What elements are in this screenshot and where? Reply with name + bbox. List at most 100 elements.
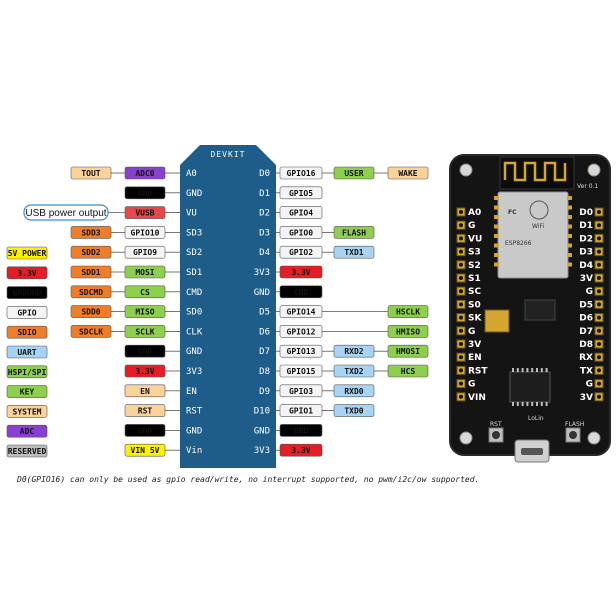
pad-hole-icon bbox=[597, 328, 601, 333]
board-left-pin: 3V3 bbox=[186, 367, 202, 377]
chip-leg-icon bbox=[516, 368, 519, 372]
pad-hole-icon bbox=[459, 302, 463, 307]
left-outer-label-text: SDD1 bbox=[81, 268, 100, 277]
right-inner-label: GPIO16 bbox=[279, 166, 323, 180]
right-outer-label: HSCLK bbox=[387, 305, 429, 318]
pad-hole-icon bbox=[597, 276, 601, 280]
legend-item: RESERVED bbox=[6, 444, 48, 458]
rst-button-label: RST bbox=[490, 421, 502, 428]
esp-module-shield bbox=[497, 191, 569, 279]
module-pad-icon bbox=[494, 243, 499, 248]
right-mid-label: USER bbox=[333, 166, 375, 180]
silk-left: G bbox=[468, 327, 475, 337]
right-mid-label-text: TXD1 bbox=[344, 248, 363, 257]
footnote: D0(GPIO16) can only be used as gpio read… bbox=[16, 475, 479, 484]
right-inner-label: GPIO15 bbox=[279, 364, 323, 378]
left-inner-label: ADC0 bbox=[124, 166, 166, 180]
board-right-pin: D9 bbox=[259, 387, 270, 397]
left-inner-label-bg bbox=[124, 166, 166, 180]
silk-right: D3 bbox=[579, 248, 593, 258]
right-inner-label-bg bbox=[279, 344, 323, 358]
devkit-board bbox=[180, 145, 276, 468]
legend-item: GROUND bbox=[6, 286, 48, 299]
left-outer-label-text: SDD0 bbox=[81, 308, 100, 317]
right-inner-label: GPIO5 bbox=[279, 186, 323, 200]
board-left-pin: CMD bbox=[186, 288, 202, 298]
right-inner-label: GPIO2 bbox=[279, 245, 323, 259]
left-inner-label: EN bbox=[124, 384, 166, 398]
silk-right: 3V bbox=[580, 274, 593, 284]
color-legend: 5V POWER3.3VGROUNDGPIOSDIOUARTHSPI/SPIKE… bbox=[6, 246, 48, 458]
pad-hole-icon bbox=[597, 381, 601, 386]
pad-hole-icon bbox=[597, 289, 601, 294]
right-inner-label-text: 3.3V bbox=[291, 446, 310, 455]
legend-item: SYSTEM bbox=[6, 405, 48, 418]
module-pad-icon bbox=[494, 253, 499, 257]
right-mid-label-bg bbox=[333, 245, 375, 259]
silk-left: S3 bbox=[468, 248, 481, 258]
board-right-pin: D2 bbox=[259, 209, 270, 219]
pad-hole-icon bbox=[459, 381, 463, 386]
right-outer-label: WAKE bbox=[387, 166, 429, 180]
module-model: ESP8266 bbox=[505, 240, 532, 247]
chip-leg-icon bbox=[521, 368, 524, 372]
legend-item: SDIO bbox=[6, 325, 48, 339]
left-outer-label-text: TOUT bbox=[81, 169, 100, 178]
chip-leg-icon bbox=[512, 368, 514, 372]
right-outer-label-text: WAKE bbox=[398, 169, 417, 178]
connector-lines bbox=[108, 172, 388, 451]
right-mid-label-bg bbox=[333, 364, 375, 378]
left-outer-label-bg bbox=[70, 325, 112, 338]
left-outer-label: SDD2 bbox=[70, 245, 112, 259]
left-outer-label-text: SDD3 bbox=[81, 228, 100, 237]
version-label: Ver 0.1 bbox=[577, 183, 598, 190]
left-outer-label-bg bbox=[70, 265, 112, 279]
left-inner-label: GPIO10 bbox=[124, 226, 166, 239]
left-inner-label-text: VIN 5V bbox=[131, 446, 160, 455]
board-right-pin: GND bbox=[254, 288, 270, 298]
left-inner-label: VIN 5V bbox=[124, 443, 166, 457]
right-inner-label-text: GPIO15 bbox=[287, 367, 316, 376]
module-pad-icon bbox=[567, 215, 572, 219]
legend-swatch bbox=[6, 286, 48, 299]
mounting-hole-icon bbox=[459, 163, 473, 177]
right-inner-label: GND bbox=[279, 424, 323, 437]
right-mid-label-text: RXD2 bbox=[344, 347, 363, 356]
left-inner-label-bg bbox=[124, 443, 166, 457]
silk-left: EN bbox=[468, 353, 482, 363]
right-inner-label-text: GPIO14 bbox=[287, 308, 316, 317]
mounting-hole-icon bbox=[587, 163, 601, 177]
right-inner-label-text: GPIO16 bbox=[287, 169, 316, 178]
left-inner-label-text: VUSB bbox=[135, 209, 154, 218]
chip-leg-icon bbox=[540, 368, 543, 372]
right-inner-label-text: GPIO2 bbox=[289, 248, 313, 257]
silk-left: 3V bbox=[468, 340, 481, 350]
legend-label: 5V POWER bbox=[8, 249, 47, 258]
legend-swatch bbox=[6, 405, 48, 418]
left-inner-label-text: SCLK bbox=[135, 327, 154, 336]
right-inner-label-bg bbox=[279, 384, 323, 398]
chip-leg-icon bbox=[536, 402, 538, 406]
right-inner-label-text: GPIO12 bbox=[287, 327, 316, 336]
silk-left: S2 bbox=[468, 261, 481, 271]
right-mid-label-text: TXD2 bbox=[344, 367, 363, 376]
pad-hole-icon bbox=[597, 302, 601, 307]
pad-hole-icon bbox=[459, 210, 463, 214]
right-inner-label-text: GPIO5 bbox=[289, 189, 313, 198]
silk-left: SC bbox=[468, 287, 481, 297]
right-inner-label-bg bbox=[279, 206, 323, 219]
right-outer-label-text: HMOSI bbox=[396, 347, 420, 356]
right-mid-label-text: FLASH bbox=[342, 228, 366, 237]
right-inner-label-bg bbox=[279, 424, 323, 437]
right-inner-label-text: GPIO4 bbox=[289, 209, 313, 218]
chip-leg-icon bbox=[516, 402, 519, 406]
usb-callout-frame bbox=[23, 204, 109, 221]
board-left-pin: GND bbox=[186, 426, 202, 436]
left-outer-label-text: SDCMD bbox=[79, 288, 103, 297]
chip-legs bbox=[512, 368, 548, 406]
left-inner-label-text: GND bbox=[138, 426, 153, 435]
legend-item: GPIO bbox=[6, 306, 48, 319]
button-cap-icon bbox=[569, 431, 577, 439]
left-outer-label-bg bbox=[70, 285, 112, 299]
pad-hole-icon bbox=[459, 355, 463, 360]
